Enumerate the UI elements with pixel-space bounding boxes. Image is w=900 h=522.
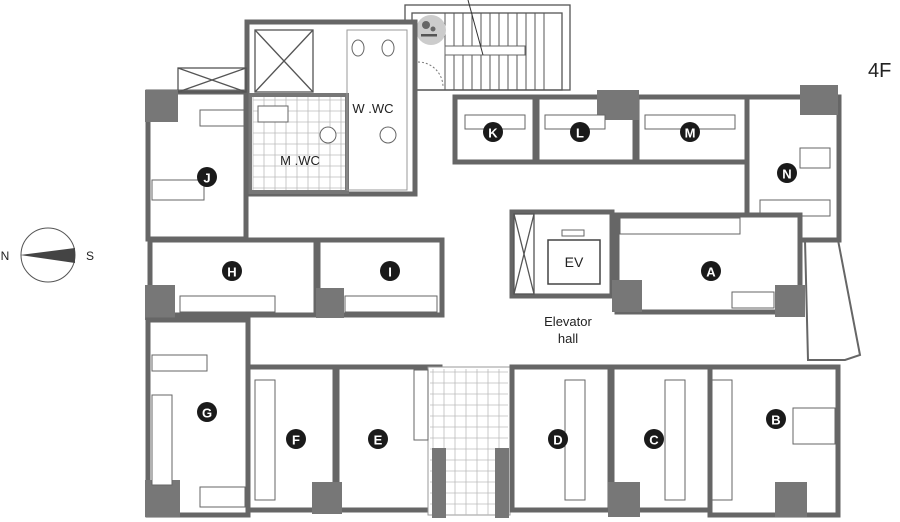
- room-letter: F: [292, 433, 300, 448]
- room-label-j: J: [197, 167, 217, 187]
- room-label-b: B: [766, 409, 786, 429]
- room-label-circle: [197, 402, 217, 422]
- room-letter: G: [202, 406, 212, 421]
- restroom-block: [244, 19, 418, 197]
- room-label-k: K: [483, 122, 503, 142]
- compass-north: N: [1, 249, 10, 263]
- compass-south: S: [86, 249, 94, 263]
- floor-label: 4F: [868, 60, 891, 82]
- room-label-circle: [197, 167, 217, 187]
- room-label-g: G: [197, 402, 217, 422]
- room-label-m: M: [680, 122, 700, 142]
- room-letter: N: [782, 167, 791, 182]
- room-label-circle: [286, 429, 306, 449]
- room-label-circle: [570, 122, 590, 142]
- room-label-circle: [777, 163, 797, 183]
- room-letter: A: [706, 265, 716, 280]
- room-label-i: I: [380, 261, 400, 281]
- elevator-label: EV: [565, 254, 584, 270]
- room-label-circle: [644, 429, 664, 449]
- room-labels: A B C D E F G H I J K L M N: [197, 122, 797, 449]
- room-label-circle: [222, 261, 242, 281]
- compass: N S: [1, 227, 94, 283]
- room-letter: C: [649, 433, 659, 448]
- room-label-e: E: [368, 429, 388, 449]
- room-label-circle: [483, 122, 503, 142]
- elevator-hall-label-1: Elevator: [544, 314, 592, 329]
- room-label-d: D: [548, 429, 568, 449]
- room-label-circle: [368, 429, 388, 449]
- room-letter: M: [685, 126, 696, 141]
- room-label-circle: [380, 261, 400, 281]
- elevator-hall-label-2: hall: [558, 331, 578, 346]
- room-letter: K: [488, 126, 498, 141]
- room-label-n: N: [777, 163, 797, 183]
- room-letter: D: [553, 433, 562, 448]
- room-letter: L: [576, 126, 584, 141]
- men-restroom-label: M .WC: [280, 153, 320, 168]
- room-label-a: A: [701, 261, 721, 281]
- room-letter: I: [388, 265, 392, 280]
- room-letter: H: [227, 265, 236, 280]
- room-label-circle: [680, 122, 700, 142]
- room-label-circle: [766, 409, 786, 429]
- stairwell: [404, 0, 571, 91]
- room-label-circle: [701, 261, 721, 281]
- room-letter: J: [203, 171, 210, 186]
- room-label-h: H: [222, 261, 242, 281]
- room-label-f: F: [286, 429, 306, 449]
- compass-needle-icon: [20, 248, 75, 263]
- room-label-c: C: [644, 429, 664, 449]
- exterior-terrace: [803, 239, 862, 361]
- room-letter: E: [374, 433, 383, 448]
- room-label-l: L: [570, 122, 590, 142]
- room-label-circle: [548, 429, 568, 449]
- elevator-car: [547, 239, 601, 285]
- room-letter: B: [771, 413, 780, 428]
- women-restroom-label: W .WC: [352, 101, 393, 116]
